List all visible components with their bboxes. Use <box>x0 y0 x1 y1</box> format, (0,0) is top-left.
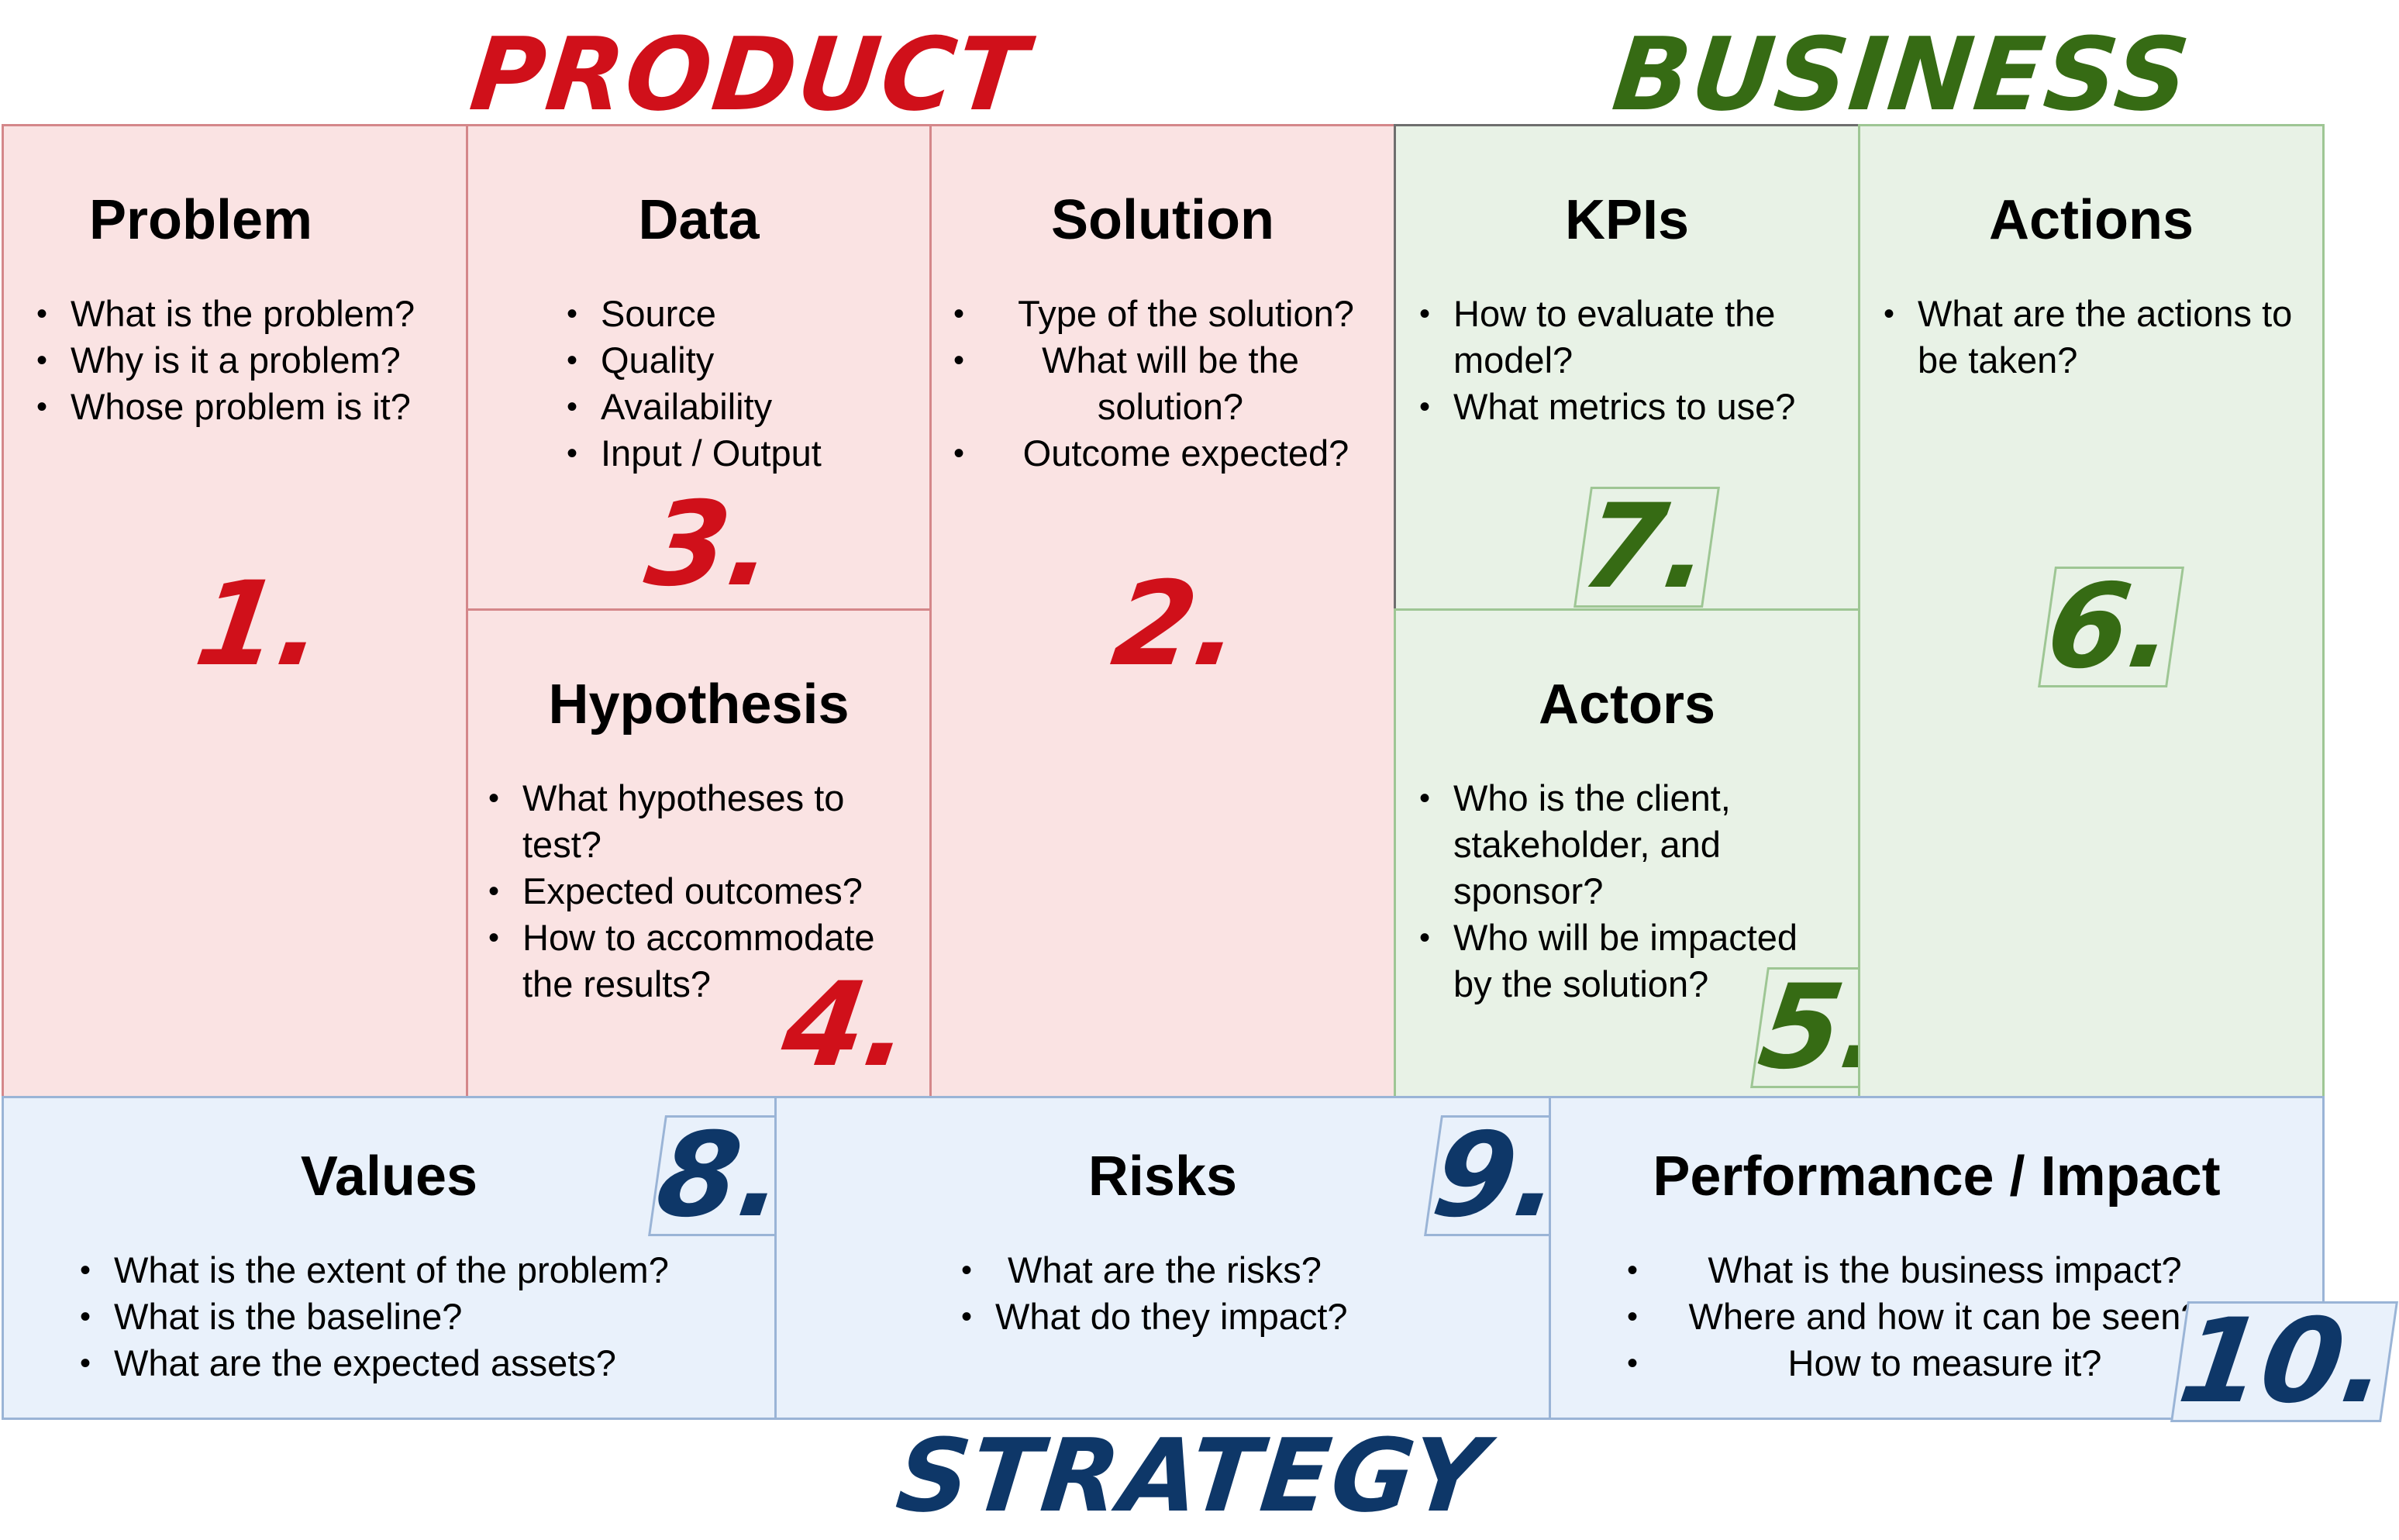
risks-questions: What are the risks? What do they impact? <box>961 1247 1348 1340</box>
list-item: What is the problem? <box>36 291 415 337</box>
actors-title: Actors <box>1538 674 1716 736</box>
list-item: What will be the solution? <box>953 337 1372 430</box>
product-header: PRODUCT <box>465 16 1034 133</box>
step-number: 8. <box>648 1108 795 1243</box>
list-item: Quality <box>567 337 822 384</box>
actions-box: Actions What are the actions to be taken… <box>1858 124 2325 1098</box>
hypothesis-box: Hypothesis What hypotheses to test? Expe… <box>466 608 932 1098</box>
list-item: Availability <box>567 384 822 430</box>
actions-questions: What are the actions to be taken? <box>1884 291 2302 384</box>
list-item: What is the business impact? <box>1627 1247 2216 1294</box>
hypothesis-title: Hypothesis <box>548 674 850 736</box>
actors-box: Actors Who is the client, stakeholder, a… <box>1394 608 1897 1098</box>
values-title: Values <box>300 1146 478 1208</box>
values-questions: What is the extent of the problem? What … <box>80 1247 669 1387</box>
business-header: BUSINESS <box>1608 16 2196 133</box>
list-item: Where and how it can be seen? <box>1627 1294 2216 1340</box>
list-item: Type of the solution? <box>953 291 1372 337</box>
step-number: 7. <box>1573 480 1721 615</box>
risks-title: Risks <box>1087 1146 1238 1208</box>
kpis-box: KPIs How to evaluate the model? What met… <box>1394 124 1860 615</box>
step-number: 2. <box>1105 557 1249 692</box>
list-item: Who will be impacted by the solution? <box>1419 915 1841 1008</box>
kpis-title: KPIs <box>1564 189 1690 251</box>
problem-title: Problem <box>89 189 313 251</box>
risks-box: Risks What are the risks? What do they i… <box>774 1096 1571 1420</box>
solution-questions: Type of the solution? What will be the s… <box>953 291 1372 477</box>
step-number: 3. <box>638 477 783 612</box>
list-item: What do they impact? <box>961 1294 1348 1340</box>
problem-box: Problem What is the problem? Why is it a… <box>2 124 468 1098</box>
list-item: What hypotheses to test? <box>488 775 879 868</box>
actions-title: Actions <box>1988 189 2194 251</box>
solution-title: Solution <box>1051 189 1274 251</box>
problem-questions: What is the problem? Why is it a problem… <box>36 291 415 430</box>
actors-questions: Who is the client, stakeholder, and spon… <box>1419 775 1846 1008</box>
data-questions: Source Quality Availability Input / Outp… <box>567 291 822 477</box>
solution-box: Solution Type of the solution? What will… <box>929 124 1396 1098</box>
data-box: Data Source Quality Availability Input /… <box>466 124 932 612</box>
performance-box: Performance / Impact What is the busines… <box>1549 1096 2398 1429</box>
step-number: 1. <box>188 557 333 692</box>
data-title: Data <box>638 189 760 251</box>
list-item: Outcome expected? <box>953 430 1372 477</box>
list-item: How to evaluate the model? <box>1419 291 1794 384</box>
list-item: What are the expected assets? <box>80 1340 669 1387</box>
list-item: How to accommodate the results? <box>488 915 910 1008</box>
list-item: Source <box>567 291 822 337</box>
kpis-questions: How to evaluate the model? What metrics … <box>1419 291 1846 430</box>
list-item: What is the extent of the problem? <box>80 1247 669 1294</box>
hypothesis-questions: What hypotheses to test? Expected outcom… <box>488 775 922 1008</box>
list-item: What are the actions to be taken? <box>1884 291 2305 384</box>
step-number: 4. <box>774 958 919 1093</box>
performance-title: Performance / Impact <box>1653 1146 2221 1208</box>
step-number: 10. <box>2170 1294 2398 1429</box>
list-item: What is the baseline? <box>80 1294 669 1340</box>
performance-questions: What is the business impact? Where and h… <box>1627 1247 2216 1387</box>
list-item: What metrics to use? <box>1419 384 1846 430</box>
list-item: Whose problem is it? <box>36 384 415 430</box>
list-item: How to measure it? <box>1627 1340 2216 1387</box>
values-box: Values What is the extent of the problem… <box>2 1096 795 1420</box>
list-item: Why is it a problem? <box>36 337 415 384</box>
list-item: Input / Output <box>567 430 822 477</box>
list-item: Who is the client, stakeholder, and spon… <box>1419 775 1779 915</box>
step-number: 6. <box>2038 560 2185 694</box>
list-item: Expected outcomes? <box>488 868 922 915</box>
strategy-header: STRATEGY <box>891 1417 1493 1535</box>
list-item: What are the risks? <box>961 1247 1348 1294</box>
